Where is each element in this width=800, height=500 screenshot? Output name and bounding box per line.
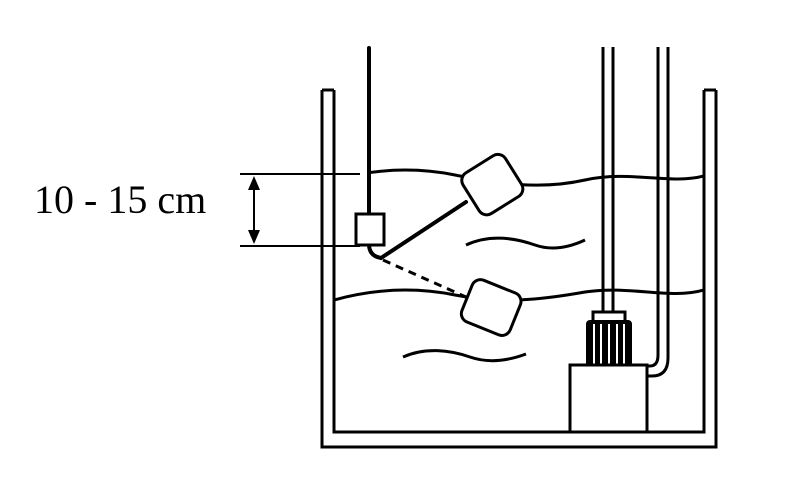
dimension-arrow-head-top <box>248 176 260 190</box>
ripple-upper <box>465 236 586 250</box>
gland-ribs <box>593 324 625 364</box>
pump-body <box>568 363 649 434</box>
discharge-pipe <box>601 47 670 378</box>
cable-clamp <box>354 212 386 247</box>
float-high <box>460 152 525 217</box>
tank <box>320 88 718 449</box>
level-dimension <box>240 173 360 247</box>
tank-outer-wall <box>320 90 718 449</box>
pump <box>568 310 649 434</box>
water-ripples <box>402 236 586 363</box>
ripple-lower <box>402 349 527 363</box>
tank-inner-wall <box>332 90 706 434</box>
float-low <box>459 278 523 337</box>
level-difference-label: 10 - 15 cm <box>34 177 207 222</box>
float-arm-low-dashed <box>382 258 467 299</box>
dimension-arrow-head-bottom <box>248 230 260 244</box>
float-arm-high <box>379 200 468 260</box>
